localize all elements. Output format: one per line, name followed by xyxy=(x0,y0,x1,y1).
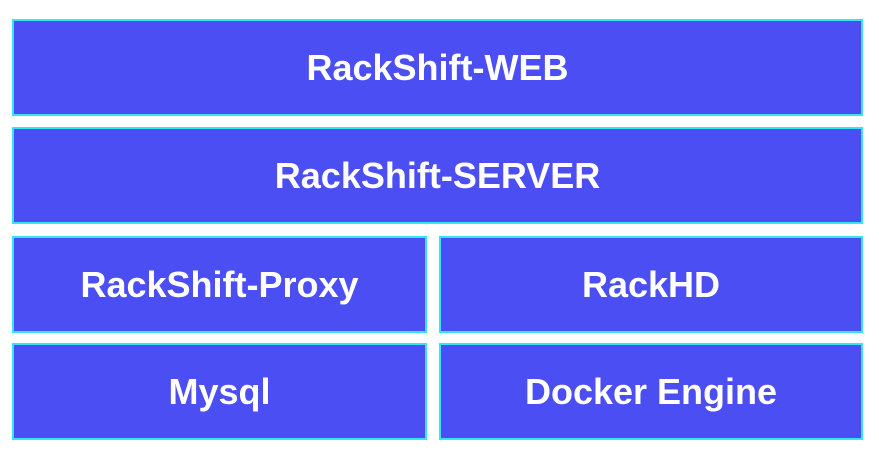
rackshift-server-label: RackShift-SERVER xyxy=(274,154,601,196)
docker-engine-label: Docker Engine xyxy=(524,370,778,412)
mysql-block: Mysql xyxy=(12,343,427,440)
rackshift-proxy-label: RackShift-Proxy xyxy=(80,263,359,305)
rackshift-server-layer: RackShift-SERVER xyxy=(12,127,863,224)
mysql-label: Mysql xyxy=(168,370,271,412)
docker-engine-block: Docker Engine xyxy=(439,343,863,440)
rackshift-web-layer: RackShift-WEB xyxy=(12,19,863,116)
rackhd-block: RackHD xyxy=(439,236,863,333)
rackshift-proxy-block: RackShift-Proxy xyxy=(12,236,427,333)
rackhd-label: RackHD xyxy=(581,263,721,305)
rackshift-web-label: RackShift-WEB xyxy=(306,46,569,88)
